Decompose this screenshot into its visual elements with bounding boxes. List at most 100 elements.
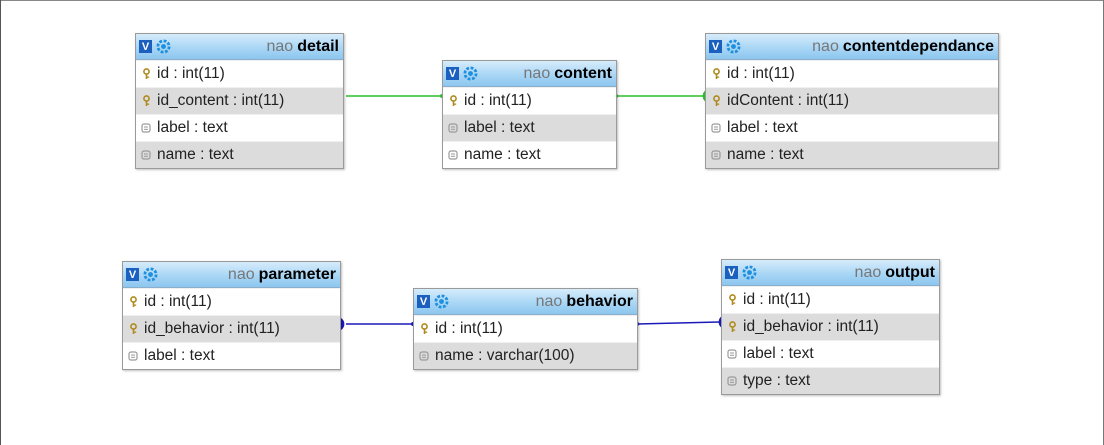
key-icon (127, 323, 139, 335)
field-icon (710, 123, 722, 133)
column-row-id[interactable]: id : int(11) (136, 60, 343, 87)
collapse-toggle-button[interactable]: V (126, 268, 139, 281)
key-icon (418, 323, 430, 335)
relation-end-marker (341, 318, 345, 330)
column-row-id[interactable]: id : int(11) (722, 286, 939, 313)
relation-line (636, 321, 720, 325)
gear-icon[interactable] (156, 39, 171, 54)
column-row-name[interactable]: name : text (706, 141, 998, 168)
gear-icon[interactable] (143, 267, 158, 282)
column-label: id : int(11) (727, 65, 795, 82)
column-label: label : text (464, 119, 535, 136)
column-row-label[interactable]: label : text (443, 114, 616, 141)
field-icon (726, 376, 738, 386)
table-name: detail (297, 37, 339, 55)
column-row-name[interactable]: name : varchar(100) (414, 342, 637, 369)
key-icon (726, 294, 738, 306)
frame-left-border (0, 0, 1, 445)
database-name: nao (812, 37, 839, 55)
column-label: id : int(11) (464, 92, 532, 109)
column-row-label[interactable]: label : text (706, 114, 998, 141)
key-icon (127, 296, 139, 308)
table-name: content (554, 64, 612, 82)
field-icon (726, 349, 738, 359)
column-row-name[interactable]: name : text (136, 141, 343, 168)
column-row-label[interactable]: label : text (123, 342, 340, 369)
relation-contentdependance-content (614, 90, 706, 102)
field-icon (140, 150, 152, 160)
column-label: name : varchar(100) (435, 347, 575, 364)
column-row-id[interactable]: id : int(11) (123, 288, 340, 315)
column-label: idContent : int(11) (727, 92, 850, 109)
field-icon (418, 351, 430, 361)
database-name: nao (854, 263, 882, 281)
collapse-toggle-button[interactable]: V (725, 266, 738, 279)
column-row-id[interactable]: id : int(11) (414, 315, 637, 342)
relation-detail-content (339, 90, 444, 102)
column-label: label : text (727, 119, 798, 136)
column-label: name : text (464, 146, 541, 163)
collapse-toggle-button[interactable]: V (709, 40, 722, 53)
column-row-type[interactable]: type : text (722, 367, 939, 394)
field-icon (127, 351, 139, 361)
column-label: label : text (743, 345, 814, 362)
gear-icon[interactable] (434, 294, 449, 309)
table-name: contentdependance (842, 37, 994, 55)
column-label: label : text (144, 347, 215, 364)
column-row-id[interactable]: id : int(11) (706, 60, 998, 87)
column-label: id : int(11) (435, 320, 503, 337)
collapse-toggle-button[interactable]: V (139, 40, 152, 53)
gear-icon[interactable] (726, 39, 741, 54)
column-row-id-behavior[interactable]: id_behavior : int(11) (722, 313, 939, 340)
collapse-toggle-button[interactable]: V (446, 67, 459, 80)
column-row-label[interactable]: label : text (136, 114, 343, 141)
table-name: parameter (258, 265, 336, 283)
column-label: type : text (743, 372, 811, 389)
database-name: nao (266, 37, 294, 55)
key-icon (140, 68, 152, 80)
column-label: label : text (157, 119, 228, 136)
key-icon (726, 321, 738, 333)
relation-output-behavior (635, 316, 722, 328)
column-row-idcontent[interactable]: idContent : int(11) (706, 87, 998, 114)
column-label: id_behavior : int(11) (743, 318, 879, 335)
column-row-name[interactable]: name : text (443, 141, 616, 168)
column-row-id-content[interactable]: id_content : int(11) (136, 87, 343, 114)
key-icon (710, 95, 722, 107)
column-label: id : int(11) (144, 293, 212, 310)
gear-icon[interactable] (742, 265, 757, 280)
field-icon (140, 123, 152, 133)
column-row-label[interactable]: label : text (722, 340, 939, 367)
column-row-id-behavior[interactable]: id_behavior : int(11) (123, 315, 340, 342)
gear-icon[interactable] (463, 66, 478, 81)
frame-top-border (0, 0, 1104, 1)
column-label: name : text (727, 146, 804, 163)
collapse-toggle-button[interactable]: V (417, 295, 430, 308)
key-icon (447, 95, 459, 107)
column-row-id[interactable]: id : int(11) (443, 87, 616, 114)
column-label: id : int(11) (157, 65, 225, 82)
field-icon (447, 150, 459, 160)
table-name: behavior (566, 292, 633, 310)
key-icon (710, 68, 722, 80)
field-icon (447, 123, 459, 133)
table-name: output (885, 263, 935, 281)
